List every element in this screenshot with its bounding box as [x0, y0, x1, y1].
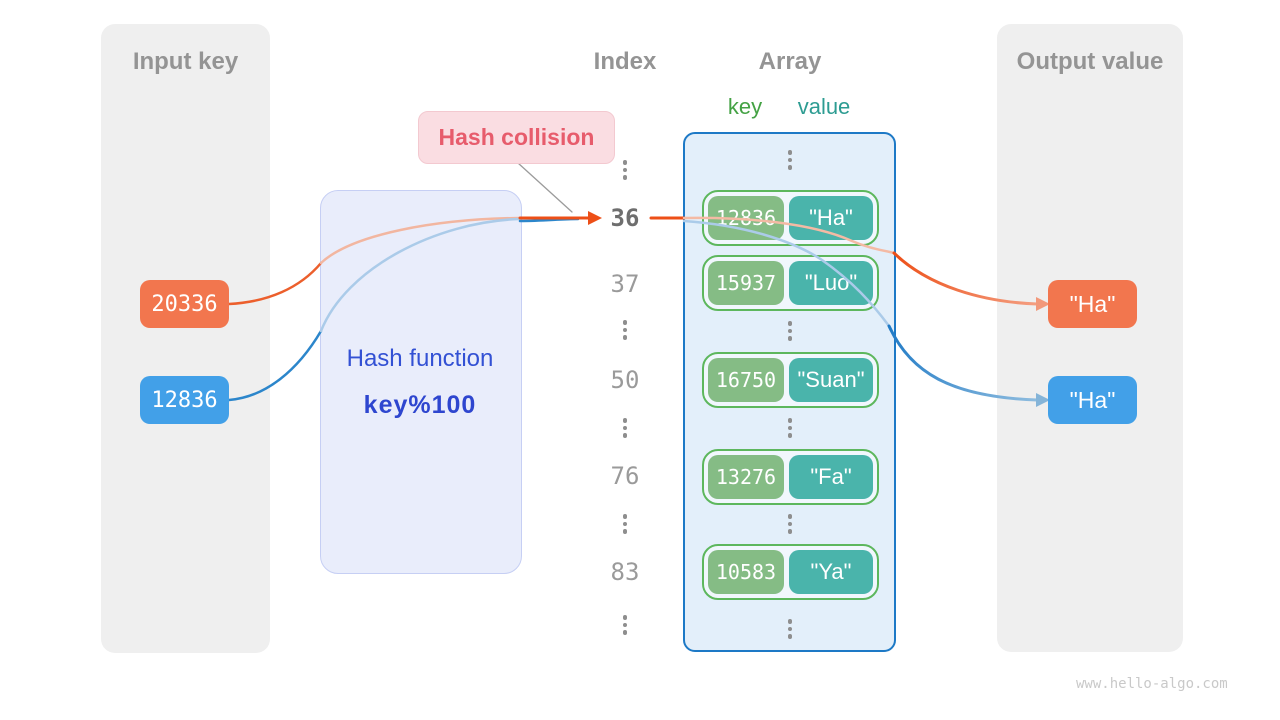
key-badge: 12836	[708, 196, 784, 240]
value-badge: "Fa"	[789, 455, 873, 499]
index-value: 83	[610, 558, 640, 586]
array-row: 10583 "Ya"	[702, 544, 879, 600]
key-badge: 10583	[708, 550, 784, 594]
hash-collision-label: Hash collision	[418, 111, 615, 164]
ellipsis-icon	[740, 321, 840, 341]
output-value-badge: "Ha"	[1048, 280, 1137, 328]
ellipsis-icon	[575, 418, 675, 438]
index-value: 37	[610, 270, 640, 298]
hash-function-label: Hash function	[346, 345, 494, 372]
key-badge: 15937	[708, 261, 784, 305]
value-column-header: value	[797, 94, 851, 119]
output-value-panel	[997, 24, 1183, 652]
array-title: Array	[758, 48, 822, 75]
value-badge: "Suan"	[789, 358, 873, 402]
array-row: 12836 "Ha"	[702, 190, 879, 246]
index-value: 36	[610, 204, 640, 232]
input-key-badge: 20336	[140, 280, 229, 328]
ellipsis-icon	[575, 615, 675, 635]
input-key-badge: 12836	[140, 376, 229, 424]
array-row: 13276 "Fa"	[702, 449, 879, 505]
key-badge: 13276	[708, 455, 784, 499]
hash-function-box	[320, 190, 522, 574]
ellipsis-icon	[740, 619, 840, 639]
index-value: 50	[610, 366, 640, 394]
index-column-title: Index	[593, 48, 657, 75]
input-panel-title: Input key	[132, 48, 239, 75]
ellipsis-icon	[740, 150, 840, 170]
value-badge: "Ya"	[789, 550, 873, 594]
index-value: 76	[610, 462, 640, 490]
site-watermark: www.hello-algo.com	[1076, 676, 1228, 692]
input-key-panel	[101, 24, 270, 653]
hash-function-formula: key%100	[363, 391, 477, 419]
ellipsis-icon	[575, 320, 675, 340]
value-badge: "Luo"	[789, 261, 873, 305]
key-column-header: key	[727, 94, 763, 119]
array-row: 15937 "Luo"	[702, 255, 879, 311]
output-panel-title: Output value	[1016, 48, 1164, 75]
ellipsis-icon	[740, 514, 840, 534]
output-value-badge: "Ha"	[1048, 376, 1137, 424]
key-badge: 16750	[708, 358, 784, 402]
ellipsis-icon	[575, 514, 675, 534]
array-row: 16750 "Suan"	[702, 352, 879, 408]
ellipsis-icon	[575, 160, 675, 180]
value-badge: "Ha"	[789, 196, 873, 240]
ellipsis-icon	[740, 418, 840, 438]
